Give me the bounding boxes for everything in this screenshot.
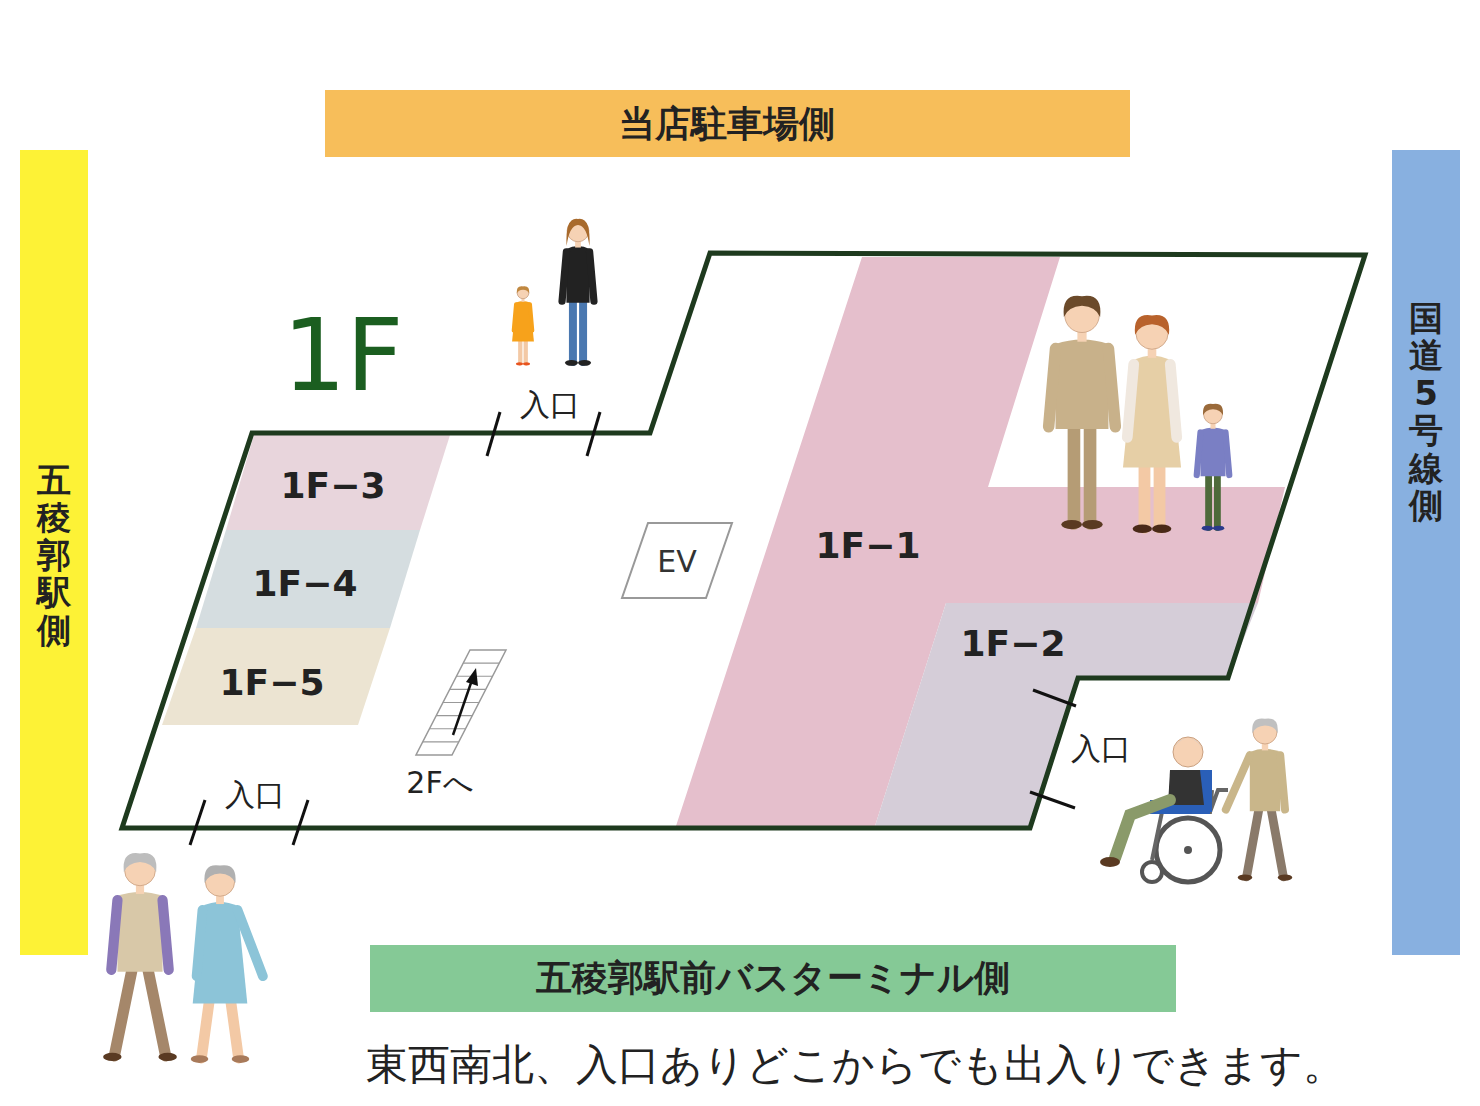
stairs-label: 2Fへ xyxy=(406,763,473,804)
person-figure xyxy=(1123,315,1181,533)
person-figure xyxy=(1226,719,1292,881)
floor-plan: 1F 1F−3 1F−4 1F−5 EV 1F−1 1F−2 xyxy=(118,250,1370,832)
person-figure xyxy=(191,865,263,1063)
area-label: 1F−5 xyxy=(220,662,325,703)
entrance-tick xyxy=(1033,690,1076,706)
area-label: EV xyxy=(657,544,696,579)
area-label: 当店駐車場側 xyxy=(619,100,835,149)
area-fill xyxy=(325,90,1130,157)
floor-outline xyxy=(122,253,1365,828)
person-figure xyxy=(1197,404,1230,531)
area-label: 1F−4 xyxy=(253,563,358,604)
area-shape xyxy=(875,603,1258,826)
side-band: 国道5号線側 xyxy=(1392,150,1460,955)
area-fill xyxy=(196,530,420,628)
caption: 東西南北、入口ありどこからでも出入りできます。 xyxy=(366,1037,1345,1093)
area-shape xyxy=(1392,150,1460,955)
side-band: 五稜郭駅側 xyxy=(20,150,88,955)
area-label: 五稜郭駅前バスターミナル側 xyxy=(536,954,1010,1003)
area-fill xyxy=(20,150,88,955)
entrance-tick xyxy=(587,412,600,456)
entrance-tick xyxy=(190,800,205,845)
entrance-label: 入口 xyxy=(225,775,285,816)
area-block: 1F−5 xyxy=(162,628,390,725)
entrance-tick xyxy=(293,800,308,845)
area-fill xyxy=(622,523,732,598)
wheelchair-figure xyxy=(1100,737,1228,882)
area-fill xyxy=(1392,150,1460,955)
entrance-label: 入口 xyxy=(520,385,580,426)
area-label: 国道5号線側 xyxy=(1409,300,1443,524)
entrance-tick xyxy=(487,412,500,456)
area-block: 1F−3 xyxy=(226,435,450,530)
area-fill xyxy=(676,257,1285,826)
area-fill xyxy=(370,945,1176,1012)
entrance-tick xyxy=(1030,792,1075,808)
stairs-symbol xyxy=(416,650,506,755)
area-fill xyxy=(875,603,1258,826)
area-label: 1F−2 xyxy=(961,623,1066,664)
entrance-label: 入口 xyxy=(1071,732,1101,765)
area-fill xyxy=(122,253,1365,828)
area-block: 1F−4 xyxy=(196,530,420,628)
area-label: 1F−3 xyxy=(281,465,386,506)
side-band: 五稜郭駅前バスターミナル側 xyxy=(370,945,1176,1012)
area-label: 1F−1 xyxy=(816,525,921,566)
person-figure xyxy=(103,853,177,1061)
area-fill xyxy=(162,628,390,725)
person-figure xyxy=(562,219,594,366)
person-figure xyxy=(512,286,534,365)
area-label: 1F xyxy=(282,297,403,414)
area-fill xyxy=(226,435,450,530)
area-block: EV xyxy=(622,523,732,598)
side-band: 当店駐車場側 xyxy=(325,90,1130,157)
person-figure xyxy=(1049,296,1116,529)
area-label: 五稜郭駅側 xyxy=(37,462,71,649)
area-block: 1F−2 xyxy=(875,603,1258,826)
